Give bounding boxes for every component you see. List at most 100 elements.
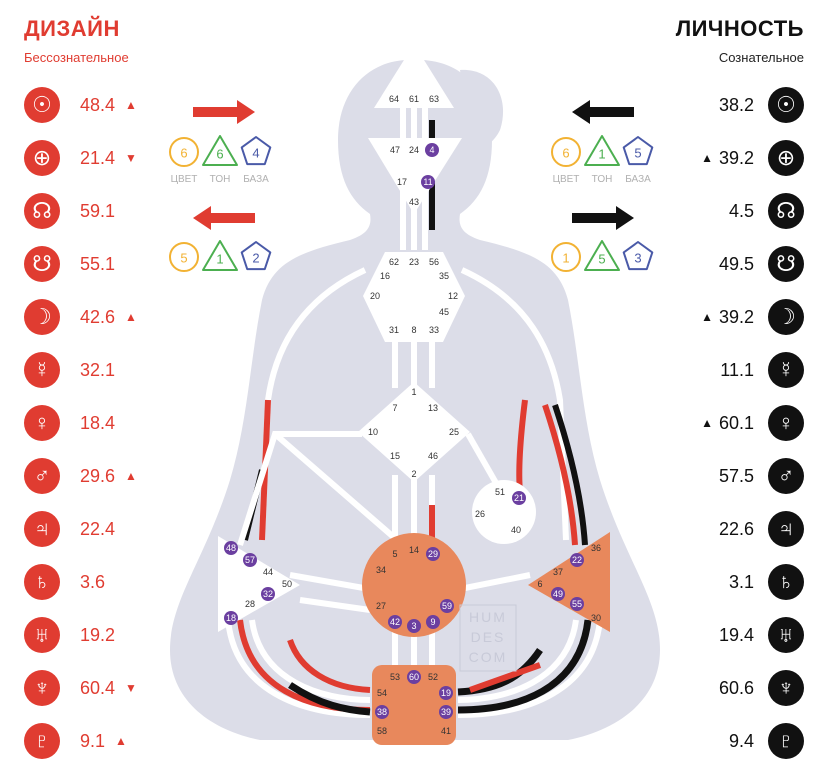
personality-planet-row[interactable]: 9.4♇	[723, 723, 804, 759]
gate-60-marker[interactable]	[407, 670, 421, 684]
gate-1-label: 1	[411, 387, 416, 397]
gate-19-marker[interactable]	[439, 686, 453, 700]
gate-11-marker[interactable]	[421, 175, 435, 189]
throat-center[interactable]	[363, 252, 465, 342]
channel-active-line	[457, 619, 592, 714]
gate-9-marker[interactable]	[426, 615, 440, 629]
ajna-center[interactable]	[368, 138, 462, 214]
base-pentagon-icon	[622, 241, 654, 271]
channel-line	[299, 597, 371, 613]
gate-48-marker[interactable]	[224, 541, 238, 555]
planet-gate-value: 42.6	[80, 306, 116, 327]
planet-gate-value: 49.5	[718, 253, 754, 274]
gate-57-marker[interactable]	[243, 553, 257, 567]
gate-27-label: 27	[376, 601, 386, 611]
root-center[interactable]	[372, 665, 456, 745]
gate-63-label: 63	[429, 94, 439, 104]
gate-21-marker[interactable]	[512, 491, 526, 505]
personality-planet-row[interactable]: 38.2☉	[713, 87, 804, 123]
gate-55-marker[interactable]	[570, 597, 584, 611]
planet-fixing-mark: ▲	[125, 98, 137, 112]
gate-38-label: 38	[377, 707, 387, 717]
gate-22-marker[interactable]	[570, 553, 584, 567]
solar-center[interactable]	[528, 532, 610, 632]
gate-23-label: 23	[409, 257, 419, 267]
gate-38-marker[interactable]	[375, 705, 389, 719]
design-planet-row[interactable]: ♇9.1▲	[24, 723, 127, 759]
personality-planet-row[interactable]: 49.5 ☋	[713, 246, 804, 282]
variable-value: 1	[562, 251, 569, 266]
planet-gate-value: 9.4	[728, 730, 754, 751]
planet-gate-value: 60.6	[718, 677, 754, 698]
earth-icon: ⊕	[24, 140, 60, 176]
gate-54-label: 54	[377, 688, 387, 698]
watermark: HUM DES COM	[459, 604, 517, 672]
design-planet-row[interactable]: ⊕21.4▼	[24, 140, 137, 176]
gate-34-label: 34	[376, 565, 386, 575]
personality-planet-row[interactable]: 19.4♅	[713, 617, 804, 653]
personality-planet-row[interactable]: ▲39.2⊕	[701, 140, 804, 176]
gate-39-marker[interactable]	[439, 705, 453, 719]
spleen-center[interactable]	[218, 536, 300, 632]
gate-17-label: 17	[397, 177, 407, 187]
gate-36-label: 36	[591, 543, 601, 553]
variable-value: 2	[252, 251, 259, 266]
gate-18-marker[interactable]	[224, 611, 238, 625]
variable-value: 6	[216, 147, 223, 162]
gate-4-marker[interactable]	[425, 143, 439, 157]
sacral-center[interactable]	[362, 533, 466, 637]
gate-30-label: 30	[591, 613, 601, 623]
design-planet-row[interactable]: ☋55.1	[24, 246, 125, 282]
design-planet-row[interactable]: ♂29.6▲	[24, 458, 137, 494]
design-planet-row[interactable]: ♃22.4	[24, 511, 125, 547]
mars-icon: ♂	[768, 458, 804, 494]
gate-49-marker[interactable]	[551, 587, 565, 601]
gate-32-marker[interactable]	[261, 587, 275, 601]
gate-42-marker[interactable]	[388, 615, 402, 629]
earth-icon: ⊕	[768, 140, 804, 176]
personality-planet-row[interactable]: ▲60.1♀	[701, 405, 804, 441]
personality-planet-row[interactable]: 60.6♆	[713, 670, 804, 706]
design-planet-row[interactable]: ☉48.4▲	[24, 87, 137, 123]
uranus-icon: ♅	[768, 617, 804, 653]
personality-planet-row[interactable]: 3.1♄	[723, 564, 804, 600]
planet-fixing-mark: ▲	[115, 734, 127, 748]
personality-bottom-arrow-icon	[572, 206, 634, 230]
variable-value: 5	[180, 251, 187, 266]
south-node-icon: ☋	[768, 246, 804, 282]
mercury-icon: ☿	[768, 352, 804, 388]
design-planet-row[interactable]: ☊59.1	[24, 193, 125, 229]
personality-planet-row[interactable]: 57.5♂	[713, 458, 804, 494]
gate-29-marker[interactable]	[426, 547, 440, 561]
sun-icon: ☉	[768, 87, 804, 123]
personality-top-arrow-icon	[572, 100, 634, 124]
personality-planet-row[interactable]: 11.1☿	[714, 352, 804, 388]
gate-59-marker[interactable]	[440, 599, 454, 613]
design-planet-row[interactable]: ♅19.2	[24, 617, 125, 653]
planet-fixing-mark: ▲	[701, 416, 713, 430]
gate-60-label: 60	[409, 672, 419, 682]
design-planet-row[interactable]: ♆60.4▼	[24, 670, 137, 706]
g-center[interactable]	[358, 382, 470, 482]
design-planet-row[interactable]: ♀18.4	[24, 405, 125, 441]
planet-gate-value: 39.2	[718, 306, 754, 327]
gate-3-marker[interactable]	[407, 619, 421, 633]
personality-planet-row[interactable]: 22.6♃	[713, 511, 804, 547]
neptune-icon: ♆	[24, 670, 60, 706]
planet-gate-value: 22.6	[718, 518, 754, 539]
design-planet-row[interactable]: ☽42.6▲	[24, 299, 137, 335]
design-planet-row[interactable]: ♄3.6	[24, 564, 115, 600]
planet-gate-value: 19.2	[80, 624, 116, 645]
gate-41-label: 41	[441, 726, 451, 736]
design-planet-row[interactable]: ☿32.1	[24, 352, 125, 388]
channel-line	[225, 619, 371, 718]
planet-gate-value: 29.6	[80, 465, 116, 486]
variable-caption: ЦВЕТ	[553, 174, 580, 185]
tone-triangle-icon	[202, 240, 238, 271]
personality-planet-row[interactable]: 4.5☊	[723, 193, 804, 229]
personality-planet-row[interactable]: ▲39.2☽	[701, 299, 804, 335]
gate-15-label: 15	[390, 451, 400, 461]
head-center[interactable]	[374, 44, 454, 108]
